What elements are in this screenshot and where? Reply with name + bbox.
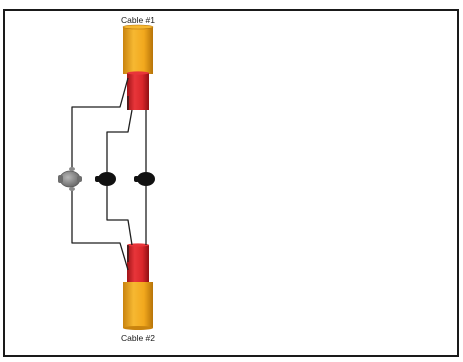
cable-1-inner-insulation: [127, 71, 149, 110]
wire-middle-top: [106, 109, 133, 172]
wire-outer-top: [71, 77, 129, 170]
cable-2-inner-insulation: [127, 243, 149, 283]
wire-outer-bottom: [71, 186, 129, 271]
wire-middle-bottom: [106, 186, 133, 246]
cable-2-label: Cable #2: [121, 333, 155, 343]
gray-connector: [58, 167, 82, 191]
cable-1-label: Cable #1: [121, 15, 155, 25]
black-connector-2: [134, 172, 155, 186]
cable-2-jacket: [123, 282, 153, 330]
black-connector-1: [95, 172, 116, 186]
wires: [71, 77, 147, 271]
cable-1-jacket: [122, 24, 154, 74]
